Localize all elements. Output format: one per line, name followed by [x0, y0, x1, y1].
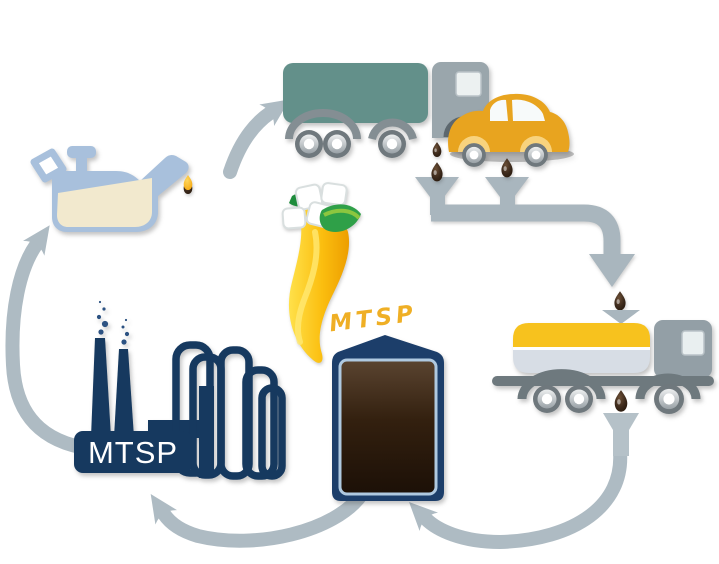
smoke-dots: [96, 300, 130, 345]
factory-icon: MTSP: [74, 300, 286, 480]
funnel-collector-icon: [415, 177, 635, 287]
barrel-brand-label: MTSP: [328, 301, 419, 338]
arrow-factory-to-oilcan: [5, 225, 107, 457]
tanker-truck-icon: [492, 320, 714, 414]
car-icon: [448, 93, 574, 167]
tanker-outlet-funnel-icon: [603, 413, 639, 456]
oil-drop-icon: [614, 390, 628, 412]
clean-oil-drop-icon: [183, 175, 193, 195]
arrow-barrel-to-factory: [150, 487, 369, 548]
leaf-icon: [319, 204, 361, 233]
oil-drop-icon: [614, 291, 626, 311]
oil-can-icon: [30, 146, 189, 232]
factory-sign: [74, 431, 192, 473]
tanker-intake-funnel-icon: [602, 310, 640, 324]
barrel-icon: [332, 335, 444, 501]
arrow-tanker-to-barrel: [409, 445, 628, 550]
factory-sign-label: MTSP: [88, 435, 178, 470]
bottle-icon: [281, 182, 361, 363]
arrow-oilcan-to-truck: [223, 99, 290, 179]
